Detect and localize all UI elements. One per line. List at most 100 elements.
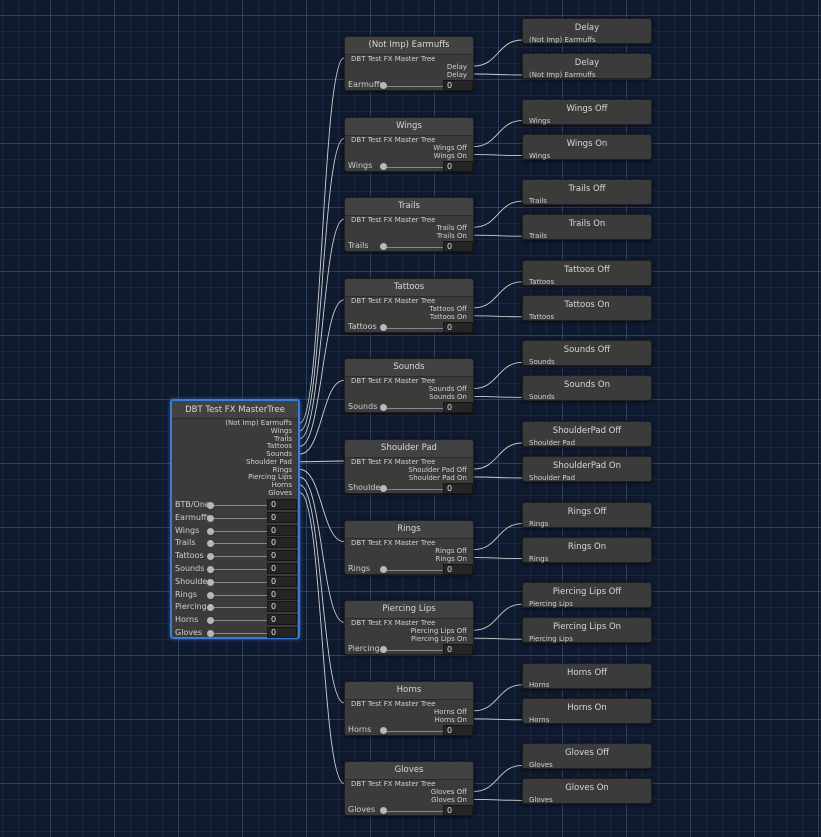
blendtree-param-slider[interactable]: [383, 166, 443, 168]
blendtree-param-value-field[interactable]: 0: [443, 402, 473, 414]
master-param-value-field[interactable]: 0: [267, 627, 297, 638]
blendtree-param-slider-knob[interactable]: [380, 485, 387, 492]
master-param-slider-knob[interactable]: [207, 527, 214, 535]
blendtree-input-port[interactable]: DBT Test FX Master Tree: [351, 377, 436, 386]
master-param-slider-knob[interactable]: [207, 578, 214, 586]
motion-leaf-input-port[interactable]: Wings: [529, 116, 551, 125]
blendtree-input-port[interactable]: DBT Test FX Master Tree: [351, 619, 436, 628]
motion-leaf-input-port[interactable]: Rings: [529, 519, 549, 528]
blendtree-output-a[interactable]: Trails Off: [436, 224, 467, 233]
blendtree-input-port[interactable]: DBT Test FX Master Tree: [351, 296, 436, 305]
motion-leaf-input-port[interactable]: Shoulder Pad: [529, 474, 576, 482]
motion-leaf-input-port[interactable]: Horns: [529, 680, 550, 689]
master-param-value-field[interactable]: 0: [267, 499, 297, 510]
blendtree-param-value-field[interactable]: 0: [443, 805, 473, 817]
blendtree-output-b[interactable]: Shoulder Pad On: [408, 474, 467, 482]
blendtree-output-a[interactable]: Gloves Off: [430, 788, 467, 797]
master-output-port[interactable]: Trails: [274, 434, 292, 443]
master-param-value-field[interactable]: 0: [267, 537, 297, 549]
master-param-slider-knob[interactable]: [207, 604, 214, 612]
master-param-value-field[interactable]: 0: [267, 614, 297, 626]
master-param-slider-knob[interactable]: [207, 617, 214, 625]
blendtree-param-slider[interactable]: [383, 247, 443, 249]
master-output-port[interactable]: Rings: [272, 465, 292, 474]
blendtree-param-slider[interactable]: [383, 650, 443, 652]
motion-leaf-input-port[interactable]: Piercing Lips: [529, 635, 573, 644]
master-param-slider[interactable]: [214, 620, 267, 622]
motion-leaf-node[interactable]: Delay(Not Imp) Earmuffs: [522, 53, 652, 79]
master-param-slider[interactable]: [214, 530, 267, 532]
blendtree-output-b[interactable]: Tattoos On: [429, 312, 467, 321]
master-param-slider-knob[interactable]: [207, 514, 214, 522]
motion-leaf-input-port[interactable]: Rings: [529, 554, 549, 563]
motion-leaf-input-port[interactable]: Horns: [529, 715, 550, 724]
motion-leaf-input-port[interactable]: Piercing Lips: [529, 600, 573, 609]
blendtree-param-slider-knob[interactable]: [380, 404, 387, 412]
motion-leaf-input-port[interactable]: Trails: [529, 197, 547, 206]
blendtree-param-slider-knob[interactable]: [380, 82, 387, 89]
blendtree-input-port[interactable]: DBT Test FX Master Tree: [351, 538, 436, 547]
blendtree-param-slider-knob[interactable]: [380, 243, 387, 251]
motion-leaf-node[interactable]: Delay(Not Imp) Earmuffs: [522, 18, 652, 44]
motion-leaf-input-port[interactable]: Sounds: [529, 393, 555, 402]
master-output-port[interactable]: Gloves: [268, 488, 292, 497]
blendtree-input-port[interactable]: DBT Test FX Master Tree: [351, 135, 436, 144]
master-param-slider[interactable]: [214, 556, 267, 558]
blendtree-param-slider[interactable]: [383, 569, 443, 571]
blendtree-param-slider-knob[interactable]: [380, 726, 387, 734]
master-output-port[interactable]: Horns: [271, 481, 292, 489]
motion-leaf-input-port[interactable]: Tattoos: [529, 312, 555, 321]
blendtree-param-slider[interactable]: [383, 86, 443, 87]
blendtree-output-b[interactable]: Piercing Lips On: [410, 635, 467, 644]
motion-leaf-input-port[interactable]: Sounds: [529, 358, 555, 367]
blendtree-output-a[interactable]: Delay: [446, 63, 467, 71]
master-param-slider[interactable]: [214, 517, 267, 519]
master-output-port[interactable]: Sounds: [266, 450, 292, 458]
blendtree-param-slider-knob[interactable]: [380, 807, 387, 815]
motion-leaf-input-port[interactable]: Shoulder Pad: [529, 439, 576, 447]
master-param-slider-knob[interactable]: [207, 566, 214, 573]
motion-leaf-input-port[interactable]: Wings: [529, 151, 551, 160]
master-output-port[interactable]: Wings: [270, 426, 292, 435]
master-param-slider[interactable]: [214, 543, 267, 545]
blendtree-param-value-field[interactable]: 0: [443, 724, 473, 736]
master-param-slider-knob[interactable]: [207, 591, 214, 599]
master-param-value-field[interactable]: 0: [267, 550, 297, 562]
master-param-slider-knob[interactable]: [207, 540, 214, 548]
motion-leaf-input-port[interactable]: Gloves: [529, 761, 553, 770]
blendtree-output-b[interactable]: Sounds On: [429, 393, 467, 402]
blendtree-output-a[interactable]: Sounds Off: [428, 385, 467, 394]
blendtree-param-value-field[interactable]: 0: [443, 644, 473, 656]
master-output-port[interactable]: Piercing Lips: [248, 473, 292, 482]
blendtree-param-slider[interactable]: [383, 408, 443, 410]
master-param-value-field[interactable]: 0: [267, 563, 297, 574]
blendtree-input-port[interactable]: DBT Test FX Master Tree: [351, 699, 436, 708]
blendtree-output-a[interactable]: Wings Off: [433, 143, 467, 152]
master-output-port[interactable]: Tattoos: [266, 442, 292, 451]
blendtree-param-slider[interactable]: [383, 327, 443, 329]
master-param-slider[interactable]: [214, 594, 267, 596]
master-output-port[interactable]: Shoulder Pad: [245, 457, 292, 466]
master-tree-node[interactable]: DBT Test FX MasterTree (Not Imp) Earmuff…: [170, 399, 300, 639]
blendtree-output-b[interactable]: Rings On: [435, 554, 467, 563]
blendtree-output-b[interactable]: Gloves On: [431, 796, 467, 805]
blendtree-param-value-field[interactable]: 0: [443, 241, 473, 253]
master-param-slider-knob[interactable]: [207, 502, 214, 509]
